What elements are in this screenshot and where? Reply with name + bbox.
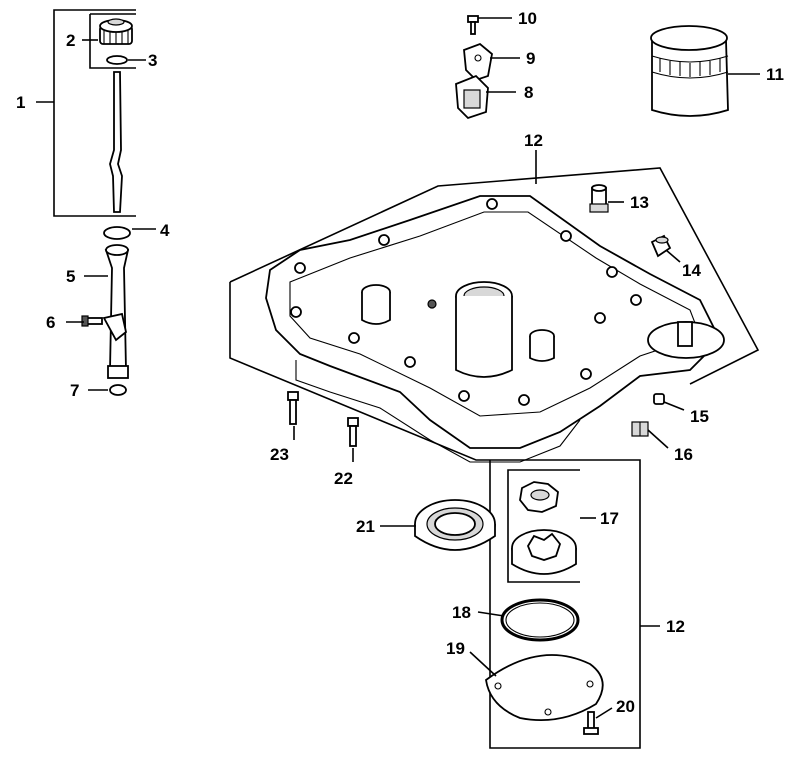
- callout-11: 11: [766, 65, 784, 84]
- callout-22: 22: [334, 469, 353, 488]
- callout-4: 4: [160, 221, 170, 240]
- callout-17: 17: [600, 509, 619, 528]
- dipstick-cap: [99, 18, 133, 45]
- callout-23: 23: [270, 445, 289, 464]
- callout-2: 2: [66, 31, 75, 50]
- cover-plate: [485, 654, 604, 721]
- callout-12-bottom: 12: [666, 617, 685, 636]
- bracket-9: [463, 42, 493, 82]
- callout-1: 1: [16, 93, 25, 112]
- pump-rotors: [507, 469, 580, 583]
- callout-12-top: 12: [524, 131, 543, 150]
- filter-screen-8: [455, 74, 489, 120]
- callout-14: 14: [682, 261, 701, 280]
- oil-seal: [414, 499, 496, 551]
- dipstick-group-bracket: [36, 9, 136, 217]
- callout-10: 10: [518, 9, 537, 28]
- plug-15: [653, 393, 665, 405]
- callout-19: 19: [446, 639, 465, 658]
- plug-16: [631, 421, 649, 437]
- oil-pan-group-outline: [229, 150, 760, 749]
- callout-13: 13: [630, 193, 649, 212]
- callout-20: 20: [616, 697, 635, 716]
- bolt-22: [347, 417, 359, 447]
- o-ring-3: [106, 55, 128, 65]
- screw-6: [81, 315, 103, 327]
- plug-13: [589, 184, 609, 213]
- callout-5: 5: [66, 267, 75, 286]
- callout-15: 15: [690, 407, 709, 426]
- leader-lines: [66, 17, 760, 719]
- bolt-23: [287, 391, 299, 425]
- screw-20: [583, 711, 599, 735]
- callout-7: 7: [70, 381, 79, 400]
- dipstick-blade: [109, 71, 123, 213]
- o-ring-7: [109, 384, 127, 396]
- o-ring-18: [500, 598, 580, 642]
- callout-8: 8: [524, 83, 533, 102]
- oil-pan: [265, 195, 725, 463]
- plug-14: [650, 234, 672, 258]
- callout-16: 16: [674, 445, 693, 464]
- callout-21: 21: [356, 517, 375, 536]
- dipstick-tube: [102, 244, 130, 379]
- o-ring-4: [103, 226, 131, 240]
- callout-9: 9: [526, 49, 535, 68]
- callout-6: 6: [46, 313, 55, 332]
- callout-18: 18: [452, 603, 471, 622]
- oil-filter: [650, 25, 729, 117]
- screw-10: [467, 15, 479, 35]
- callout-3: 3: [148, 51, 157, 70]
